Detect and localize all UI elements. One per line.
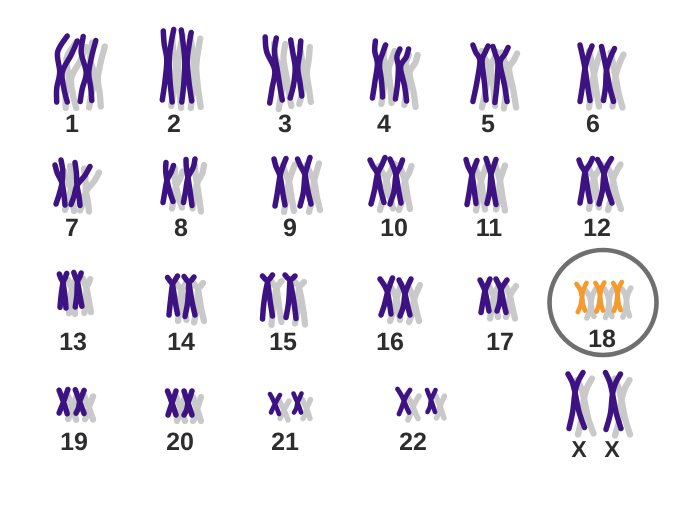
svg-text:8: 8	[174, 214, 188, 242]
svg-text:1: 1	[65, 110, 79, 138]
svg-text:16: 16	[376, 328, 404, 356]
svg-text:18: 18	[588, 325, 616, 353]
svg-text:7: 7	[65, 214, 79, 242]
svg-text:5: 5	[481, 110, 495, 138]
svg-text:6: 6	[586, 110, 600, 138]
svg-text:10: 10	[380, 214, 408, 242]
svg-text:21: 21	[271, 428, 299, 456]
svg-text:14: 14	[167, 328, 195, 356]
svg-text:20: 20	[166, 428, 194, 456]
svg-text:X: X	[571, 436, 587, 462]
svg-text:4: 4	[377, 110, 391, 138]
svg-text:11: 11	[476, 214, 503, 242]
svg-text:9: 9	[283, 214, 297, 242]
svg-text:2: 2	[167, 110, 181, 138]
svg-text:X: X	[604, 436, 620, 462]
svg-text:3: 3	[278, 110, 292, 138]
svg-text:15: 15	[269, 328, 297, 356]
svg-text:13: 13	[59, 328, 87, 356]
svg-text:19: 19	[60, 428, 88, 456]
svg-text:12: 12	[583, 214, 611, 242]
svg-text:17: 17	[486, 328, 514, 356]
svg-text:22: 22	[399, 428, 427, 456]
